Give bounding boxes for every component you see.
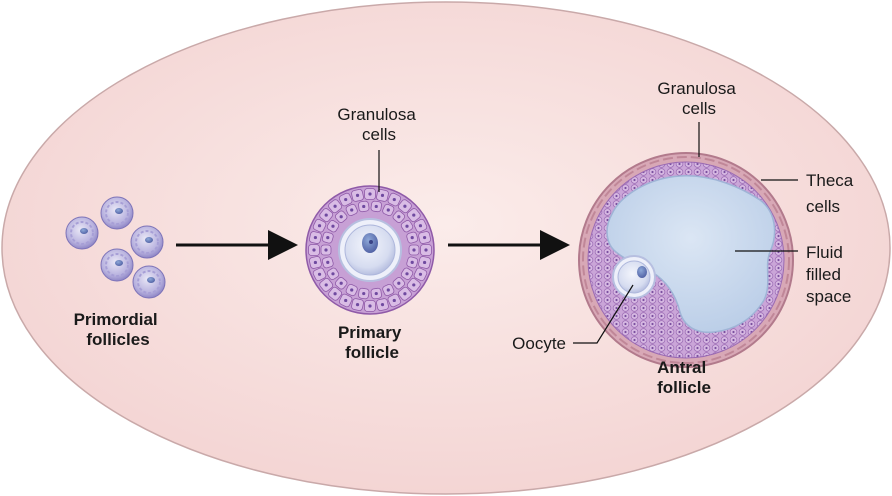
granulosa-cell-nucleus — [397, 215, 400, 218]
granulosa-cell-nucleus — [412, 283, 415, 286]
granulosa-cell-nucleus — [423, 236, 426, 239]
granulosa-cell-nucleus — [424, 248, 427, 251]
granulosa-cell-nucleus — [324, 248, 327, 251]
granulosa-cell-nucleus — [333, 292, 336, 295]
granulosa-cell-nucleus — [412, 213, 415, 216]
primordial-follicle — [131, 226, 163, 258]
granulosa-cell-nucleus — [326, 236, 329, 239]
granulosa-cell-nucleus — [325, 213, 328, 216]
granulosa-cell-nucleus — [419, 273, 422, 276]
granulosa-cell-nucleus — [356, 303, 359, 306]
label-primary: Primary follicle — [338, 323, 406, 362]
label-antral: Antral follicle — [657, 358, 711, 397]
granulosa-cell-nucleus — [381, 194, 384, 197]
granulosa-cell-nucleus — [397, 282, 400, 285]
granulosa-cell-nucleus — [326, 261, 329, 264]
granulosa-cell-nucleus — [411, 261, 414, 264]
granulosa-cell-nucleus — [331, 272, 334, 275]
granulosa-cell-nucleus — [403, 205, 406, 208]
granulosa-cell-nucleus — [423, 261, 426, 264]
granulosa-cell-nucleus — [419, 224, 422, 227]
granulosa-cell-nucleus — [344, 198, 347, 201]
granulosa-cell-nucleus — [368, 304, 371, 307]
granulosa-cell-nucleus — [405, 225, 408, 228]
granulosa-cell-nucleus — [314, 236, 317, 239]
granulosa-cell-nucleus — [368, 192, 371, 195]
granulosa-cell-nucleus — [362, 292, 365, 295]
antral-follicle — [579, 153, 793, 367]
granulosa-cell-nucleus — [314, 261, 317, 264]
granulosa-cell-nucleus — [387, 208, 390, 211]
granulosa-cell-nucleus — [411, 236, 414, 239]
granulosa-cell-nucleus — [362, 205, 365, 208]
granulosa-cell-nucleus — [375, 292, 378, 295]
granulosa-cell-nucleus — [393, 299, 396, 302]
granulosa-cell-nucleus — [340, 282, 343, 285]
granulosa-cell-nucleus — [318, 273, 321, 276]
granulosa-cell-nucleus — [405, 272, 408, 275]
granulosa-cell-nucleus — [318, 224, 321, 227]
granulosa-cell-nucleus — [387, 288, 390, 291]
primordial-follicle — [101, 197, 133, 229]
granulosa-cell-nucleus — [350, 288, 353, 291]
granulosa-cell-nucleus — [350, 208, 353, 211]
granulosa-cell-nucleus — [403, 292, 406, 295]
primordial-follicle — [133, 266, 165, 298]
granulosa-cell-nucleus — [312, 248, 315, 251]
granulosa-cell-nucleus — [393, 198, 396, 201]
granulosa-cell-nucleus — [381, 303, 384, 306]
granulosa-cell-nucleus — [325, 283, 328, 286]
antral-oocyte — [618, 261, 650, 293]
granulosa-cell-nucleus — [333, 205, 336, 208]
granulosa-cell-nucleus — [331, 225, 334, 228]
granulosa-cell-nucleus — [344, 299, 347, 302]
primordial-follicle — [66, 217, 98, 249]
granulosa-cell-nucleus — [340, 215, 343, 218]
primary-follicle — [306, 186, 434, 314]
primordial-follicle — [101, 249, 133, 281]
label-fluid: Fluid filled space — [806, 243, 851, 306]
label-primordial: Primordial follicles — [74, 310, 163, 349]
granulosa-cell-nucleus — [375, 205, 378, 208]
label-oocyte: Oocyte — [512, 334, 566, 353]
granulosa-cell-nucleus — [412, 248, 415, 251]
granulosa-cell-nucleus — [356, 194, 359, 197]
